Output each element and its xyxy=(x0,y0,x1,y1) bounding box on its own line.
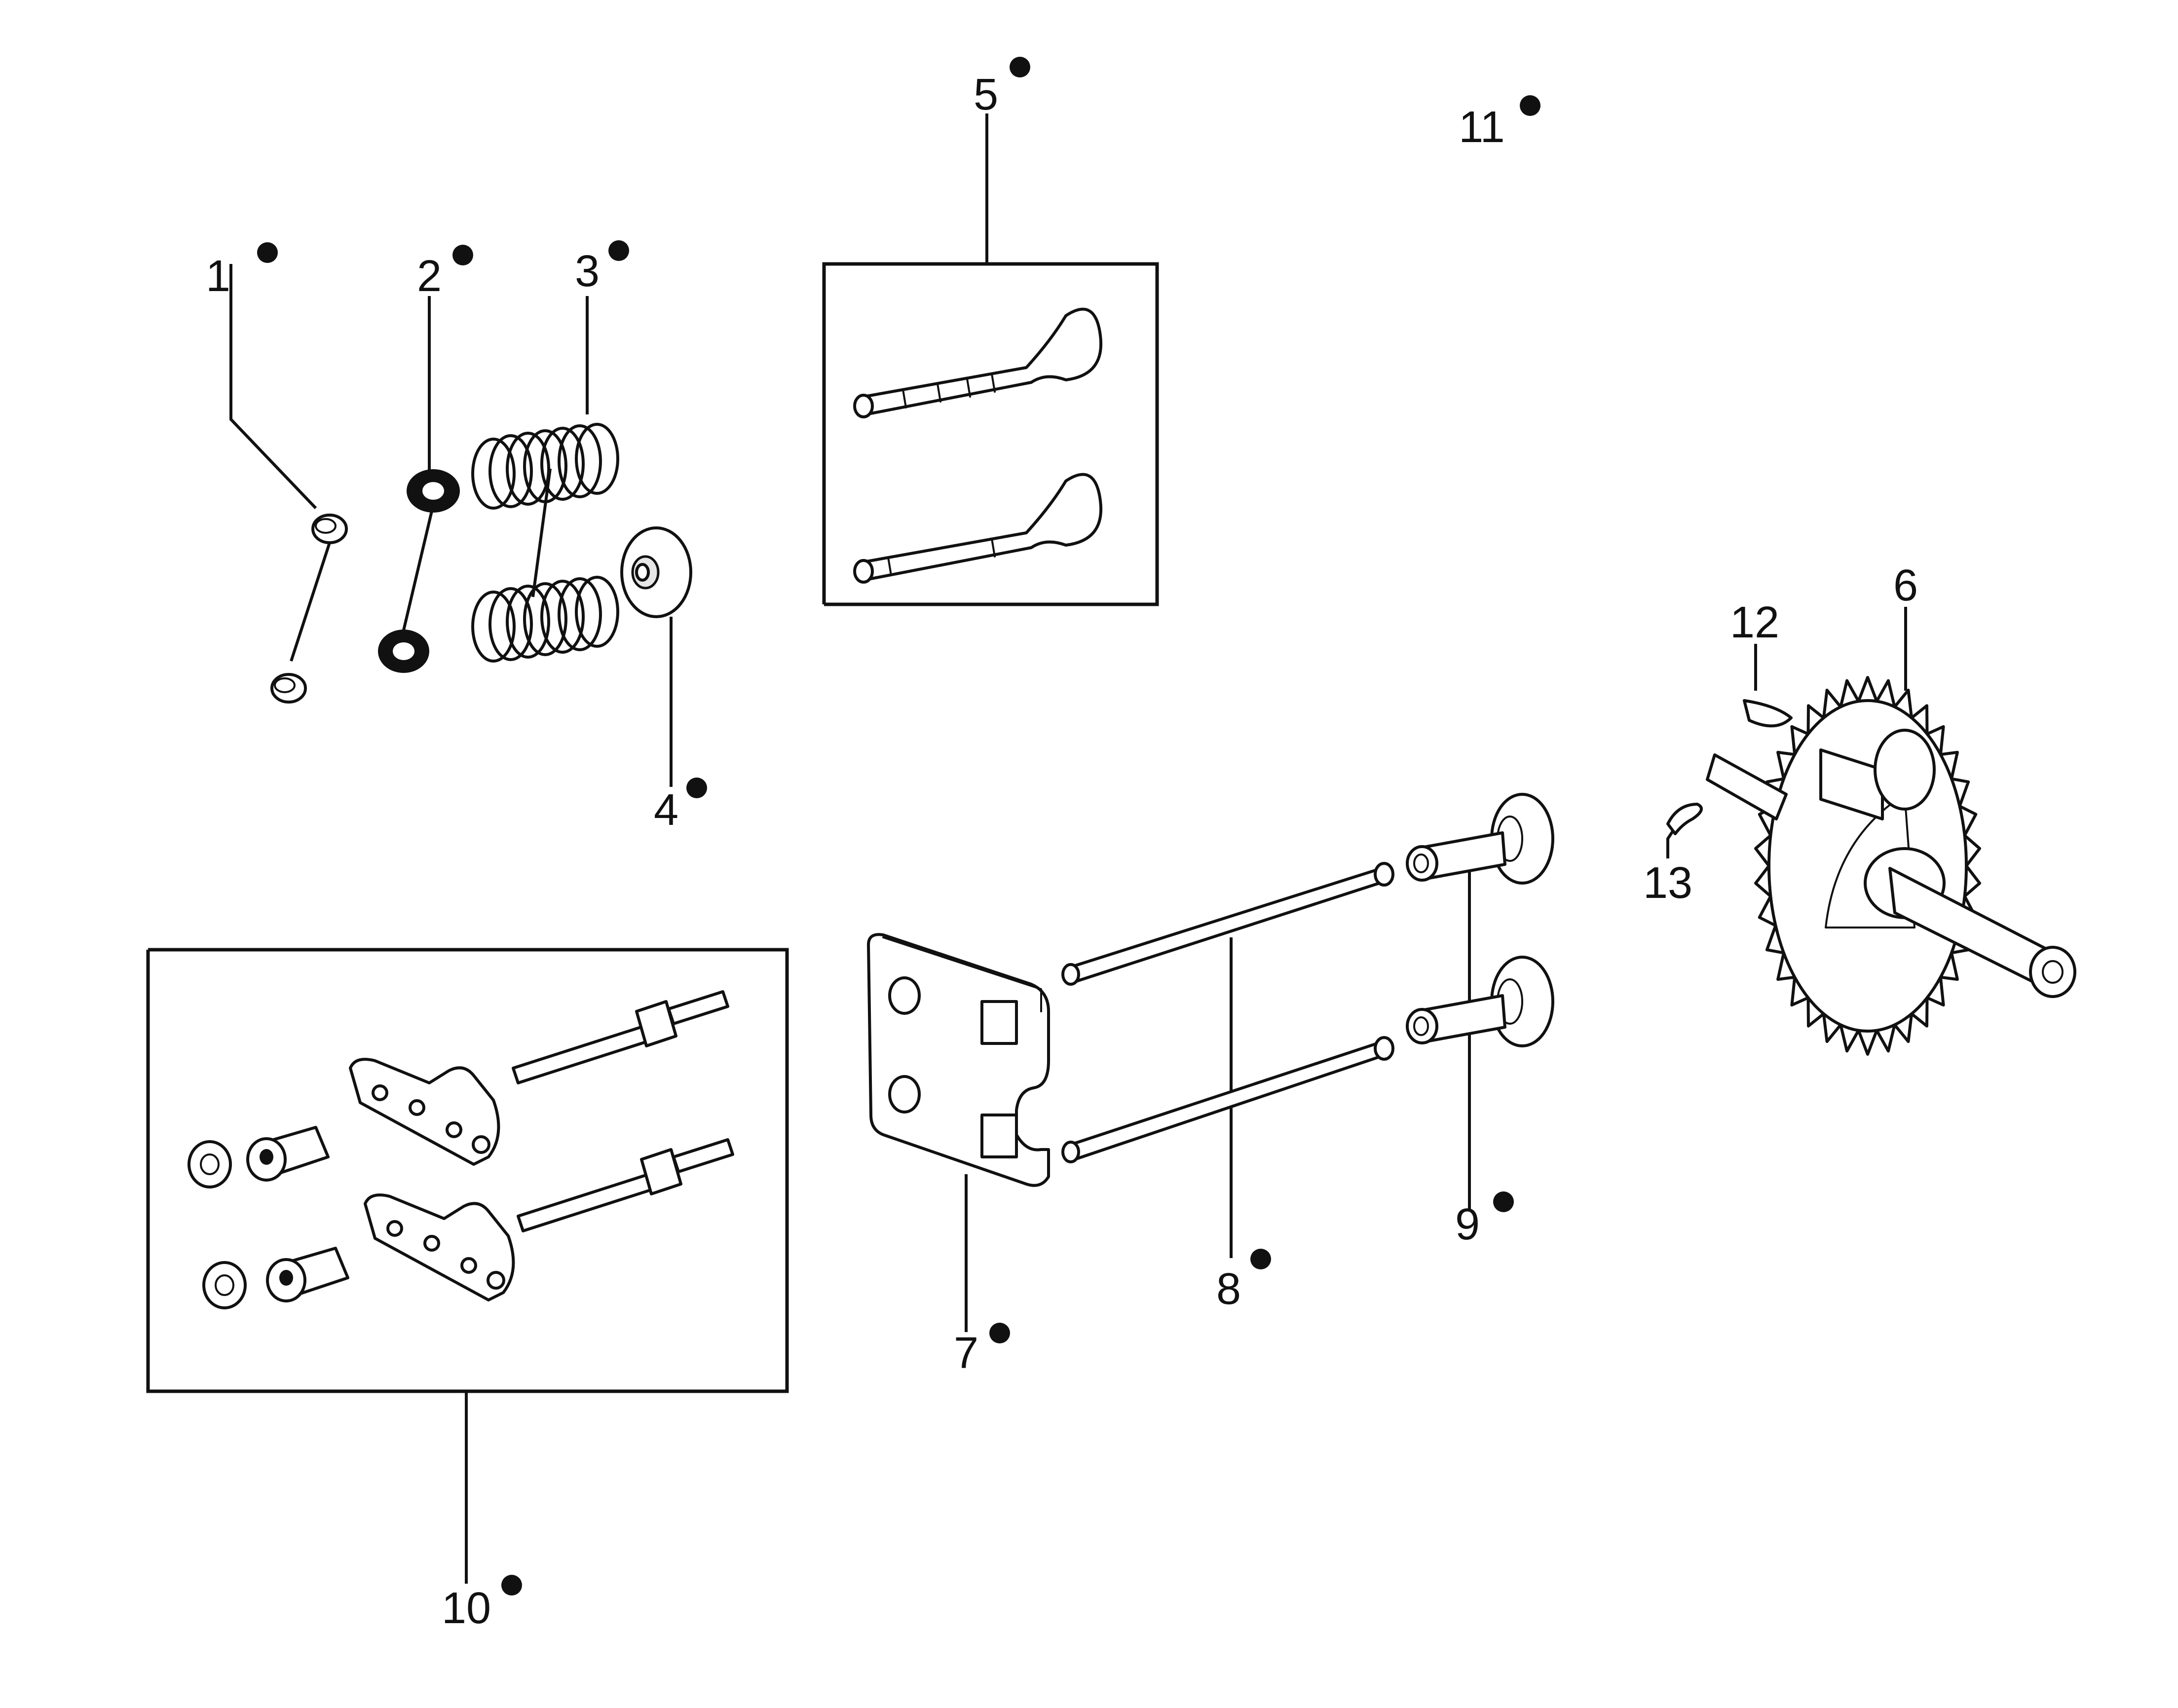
part-10-rocker-kit-frame xyxy=(146,948,789,1393)
callout-12-label: 12 xyxy=(1730,598,1779,647)
callout-1-label: 1 xyxy=(206,252,230,301)
callout-2-marker xyxy=(452,245,473,265)
callout-10-label: 10 xyxy=(442,1584,491,1633)
part-9-tappets xyxy=(1406,793,1554,1047)
part-2-spring-retainers xyxy=(378,469,460,673)
part-7-guide-plate xyxy=(867,933,1050,1187)
callout-8-marker xyxy=(1250,1249,1271,1269)
callout-10-marker xyxy=(501,1575,522,1596)
part-3-valve-springs xyxy=(471,423,619,663)
callout-1-marker xyxy=(257,242,278,263)
callout-7-label: 7 xyxy=(954,1329,978,1378)
callout-7-marker xyxy=(989,1323,1010,1343)
callout-3-label: 3 xyxy=(575,247,600,296)
callout-5-label: 5 xyxy=(974,70,998,119)
part-5-valves-frame xyxy=(822,262,1159,606)
callout-3-marker xyxy=(608,240,629,261)
part-13-pin xyxy=(1666,803,1703,835)
part-6-camshaft-gear xyxy=(1706,676,2076,1056)
callout-4-label: 4 xyxy=(654,785,678,835)
callout-11-marker xyxy=(1520,95,1540,116)
part-4-seat-washer xyxy=(620,526,692,618)
part-8-push-rods xyxy=(1061,862,1394,1163)
callout-6-label: 6 xyxy=(1893,561,1918,610)
callout-11-label: 11 xyxy=(1459,103,1504,152)
callout-9-label: 9 xyxy=(1455,1200,1480,1249)
callout-2-label: 2 xyxy=(417,252,442,301)
part-12-woodruff-key xyxy=(1743,699,1793,728)
part-1-valve-keepers xyxy=(270,514,348,704)
callout-13-label: 13 xyxy=(1643,858,1692,908)
callout-4-marker xyxy=(686,778,707,798)
callout-8-label: 8 xyxy=(1216,1264,1241,1314)
callout-5-marker xyxy=(1010,57,1030,77)
callout-9-marker xyxy=(1493,1191,1514,1212)
